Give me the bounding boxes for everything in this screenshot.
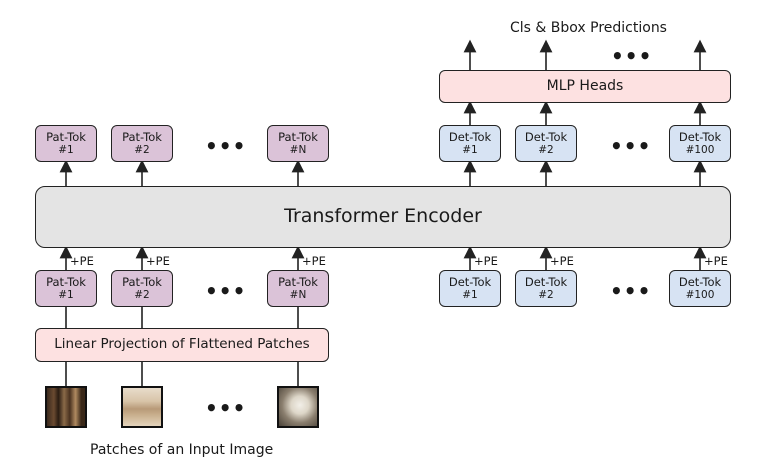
ellipsis-pat-output: •••: [205, 134, 247, 158]
linear-projection-label: Linear Projection of Flattened Patches: [54, 336, 310, 353]
image-patch-2: [121, 386, 163, 428]
det-tok-name: Det-Tok: [524, 129, 568, 144]
det-tok-index: #1: [462, 289, 478, 302]
det-tok-index: #100: [685, 289, 715, 302]
pat-tok-input-n: Pat-Tok #N: [267, 270, 329, 307]
det-tok-output-2: Det-Tok #2: [515, 125, 577, 162]
det-tok-name: Det-Tok: [678, 129, 722, 144]
mlp-heads-label: MLP Heads: [546, 78, 624, 95]
pe-label: +PE: [474, 254, 498, 268]
pat-tok-output-1: Pat-Tok #1: [35, 125, 97, 162]
linear-projection-box: Linear Projection of Flattened Patches: [35, 328, 329, 362]
det-tok-index: #2: [538, 144, 554, 157]
ellipsis-predictions: •••: [611, 44, 653, 68]
pat-tok-name: Pat-Tok: [122, 274, 162, 289]
pat-tok-index: #N: [289, 144, 307, 157]
det-tok-index: #2: [538, 289, 554, 302]
det-tok-index: #100: [685, 144, 715, 157]
ellipsis-det-input: •••: [610, 279, 652, 303]
pat-tok-index: #2: [134, 289, 150, 302]
det-tok-name: Det-Tok: [678, 274, 722, 289]
patches-label: Patches of an Input Image: [90, 442, 274, 458]
det-tok-output-100: Det-Tok #100: [669, 125, 731, 162]
det-tok-index: #1: [462, 144, 478, 157]
pat-tok-output-2: Pat-Tok #2: [111, 125, 173, 162]
det-tok-output-1: Det-Tok #1: [439, 125, 501, 162]
ellipsis-pat-input: •••: [205, 279, 247, 303]
pe-label: +PE: [70, 254, 94, 268]
det-tok-name: Det-Tok: [448, 274, 492, 289]
pat-tok-index: #1: [58, 144, 74, 157]
pe-label: +PE: [550, 254, 574, 268]
image-patch-n: [277, 386, 319, 428]
det-tok-name: Det-Tok: [524, 274, 568, 289]
transformer-encoder-label: Transformer Encoder: [284, 205, 482, 228]
pe-label: +PE: [704, 254, 728, 268]
pat-tok-name: Pat-Tok: [122, 129, 162, 144]
det-tok-input-2: Det-Tok #2: [515, 270, 577, 307]
pat-tok-name: Pat-Tok: [278, 274, 318, 289]
det-tok-input-100: Det-Tok #100: [669, 270, 731, 307]
det-tok-input-1: Det-Tok #1: [439, 270, 501, 307]
mlp-heads-box: MLP Heads: [439, 70, 731, 103]
pat-tok-name: Pat-Tok: [278, 129, 318, 144]
det-tok-name: Det-Tok: [448, 129, 492, 144]
pat-tok-index: #2: [134, 144, 150, 157]
image-patch-1: [45, 386, 87, 428]
pat-tok-index: #N: [289, 289, 307, 302]
ellipsis-patches: •••: [205, 396, 247, 420]
predictions-label: Cls & Bbox Predictions: [510, 20, 667, 36]
pat-tok-name: Pat-Tok: [46, 129, 86, 144]
transformer-encoder-box: Transformer Encoder: [35, 186, 731, 248]
pat-tok-index: #1: [58, 289, 74, 302]
pat-tok-input-2: Pat-Tok #2: [111, 270, 173, 307]
pat-tok-input-1: Pat-Tok #1: [35, 270, 97, 307]
pe-label: +PE: [146, 254, 170, 268]
pat-tok-output-n: Pat-Tok #N: [267, 125, 329, 162]
ellipsis-det-output: •••: [610, 134, 652, 158]
pat-tok-name: Pat-Tok: [46, 274, 86, 289]
pe-label: +PE: [302, 254, 326, 268]
